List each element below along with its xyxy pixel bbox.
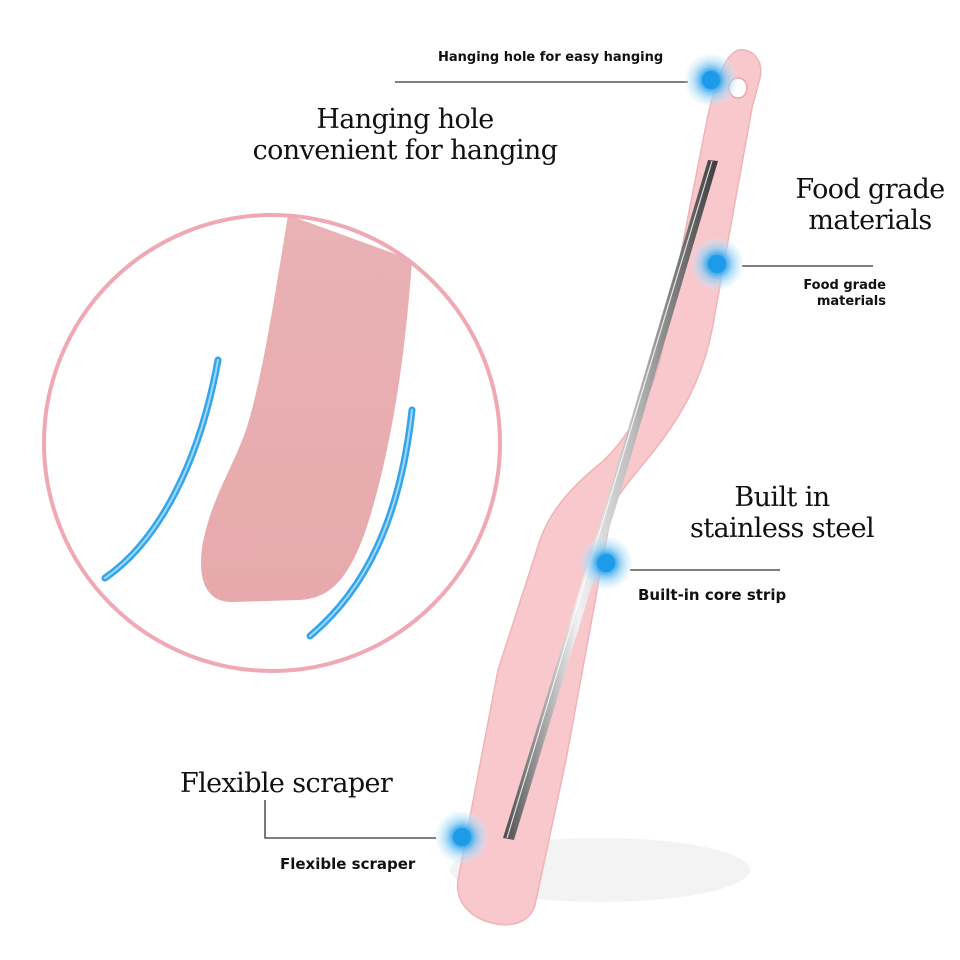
stainless-caption: Built-in core strip: [638, 586, 787, 604]
food-grade-caption: Food grade materials: [770, 278, 886, 310]
hanging-hole-headline-line1: Hanging hole: [316, 104, 494, 135]
food-grade-caption-line1: Food grade: [803, 278, 886, 293]
food-grade-headline: Food grade materials: [780, 174, 960, 236]
callout-dots: [436, 54, 743, 863]
hanging-hole-headline: Hanging hole convenient for hanging: [230, 104, 580, 166]
zoom-detail: [42, 213, 502, 673]
stainless-headline: Built in stainless steel: [680, 482, 884, 544]
spatula: [456, 49, 762, 926]
zoom-circle-border: [42, 213, 502, 673]
leader-flexible: [264, 800, 436, 839]
flexible-headline: Flexible scraper: [180, 768, 393, 799]
hanging-hole-headline-line2: convenient for hanging: [252, 135, 558, 166]
stainless-headline-line1: Built in: [734, 482, 830, 513]
zoom-spatula-tip: [201, 215, 412, 602]
flex-arcs-icon: [101, 356, 416, 640]
hanging-hole-caption: Hanging hole for easy hanging: [438, 50, 664, 65]
food-grade-caption-line2: materials: [816, 294, 886, 309]
flexible-caption: Flexible scraper: [280, 855, 416, 873]
leader-lines: [264, 81, 873, 839]
steel-strip: [503, 160, 718, 840]
food-grade-headline-line1: Food grade: [795, 174, 945, 205]
food-grade-headline-line2: materials: [808, 205, 932, 236]
stainless-headline-line2: stainless steel: [689, 513, 875, 544]
